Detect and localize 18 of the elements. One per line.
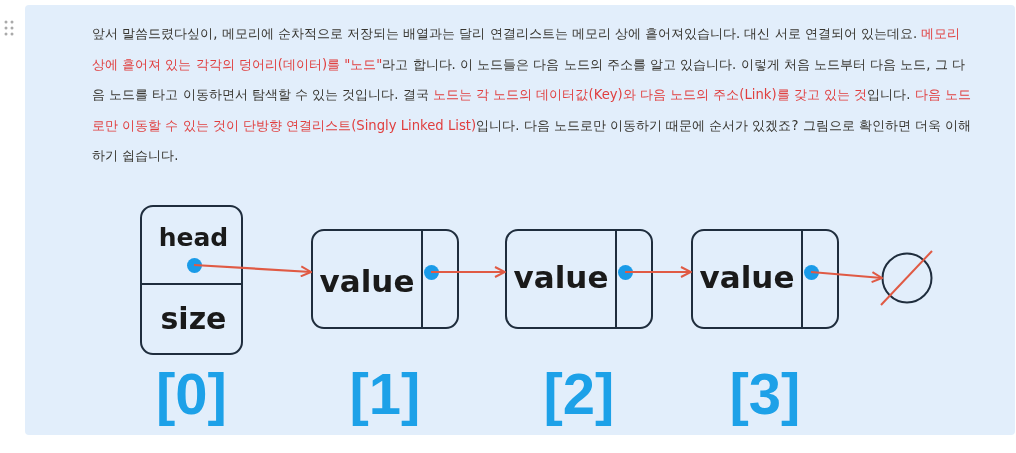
index-label: [3] — [728, 360, 802, 427]
arrow — [810, 270, 883, 284]
node-box — [140, 205, 243, 355]
index-label: [2] — [542, 360, 616, 427]
paragraph: 앞서 말씀드렸다싶이, 메모리에 순차적으로 저장되는 배열과는 달리 연결리스트는 메모리 상에 흩어져있습니다. 대신 서로 연결되어 있는데요. 메모리 상에 흩어져 있는 각각의 덩어리(데이터)를 "노드"라고 합니다. 이 노드들은 다음 노드의 주소를 알고 있습니다. 이렇게 처음 노드부터 다음 노드, 그 다음 노드를 타고 이동하면서 탐색할 수 있는 것입니다. 결국 노드는 각 노드의 데이터값(Key)와 다음 노드의 주소(Link)를 갖고 있는 것입니다. 다음 노드로만 이동할 수 있는 것이 단방향 연결리스트(Singly Linked List)입니다. 다음 노드로만 이동하기 때문에 순서가 있겠죠? 그림으로 확인하면 더욱 이해하기 쉽습니다. — [92, 25, 972, 165]
field-label: value — [698, 258, 796, 297]
arrow — [193, 263, 312, 278]
field-label: value — [512, 258, 610, 297]
arrow — [625, 266, 692, 278]
field-label: size — [159, 300, 228, 338]
field-label: value — [318, 262, 416, 301]
arrow — [431, 266, 506, 278]
field-label: head — [157, 222, 230, 254]
node-box — [311, 229, 459, 329]
node-box — [691, 229, 839, 329]
node-box — [505, 229, 653, 329]
index-label: [1] — [348, 360, 422, 427]
index-label: [0] — [155, 360, 228, 427]
